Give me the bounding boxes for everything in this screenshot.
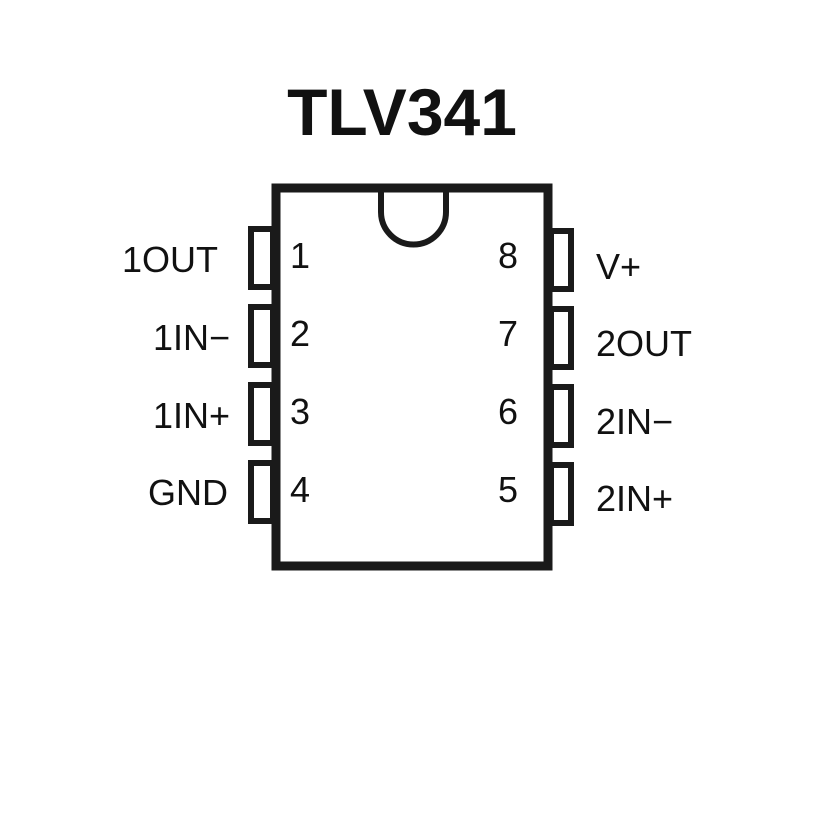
pin-number-1: 1 <box>290 235 310 276</box>
pin-label-4: GND <box>148 472 228 513</box>
chip-body <box>271 183 553 571</box>
pin-label-3: 1IN+ <box>153 395 230 436</box>
pin-label-6: 2IN− <box>596 401 673 442</box>
pin-label-7: 2OUT <box>596 323 692 364</box>
chip-title: TLV341 <box>287 75 517 149</box>
pin-7 <box>548 306 574 370</box>
pin-label-5: 2IN+ <box>596 478 673 519</box>
pin-number-5: 5 <box>498 469 518 510</box>
pin-3 <box>248 382 276 446</box>
pin-2 <box>248 304 276 368</box>
notch <box>378 192 449 248</box>
pin-6 <box>548 384 574 448</box>
pin-number-2: 2 <box>290 313 310 354</box>
pin-number-7: 7 <box>498 313 518 354</box>
pin-4 <box>248 460 276 524</box>
pin-number-4: 4 <box>290 469 310 510</box>
pin-5 <box>548 462 574 526</box>
pin-label-1: 1OUT <box>122 239 218 280</box>
pin-8 <box>548 228 574 292</box>
pin-label-2: 1IN− <box>153 317 230 358</box>
right-pins <box>548 228 574 526</box>
pin-number-3: 3 <box>290 391 310 432</box>
pin-1 <box>248 226 276 290</box>
pin-number-8: 8 <box>498 235 518 276</box>
pin-number-6: 6 <box>498 391 518 432</box>
left-pins <box>248 226 276 524</box>
pin-label-8: V+ <box>596 246 641 287</box>
